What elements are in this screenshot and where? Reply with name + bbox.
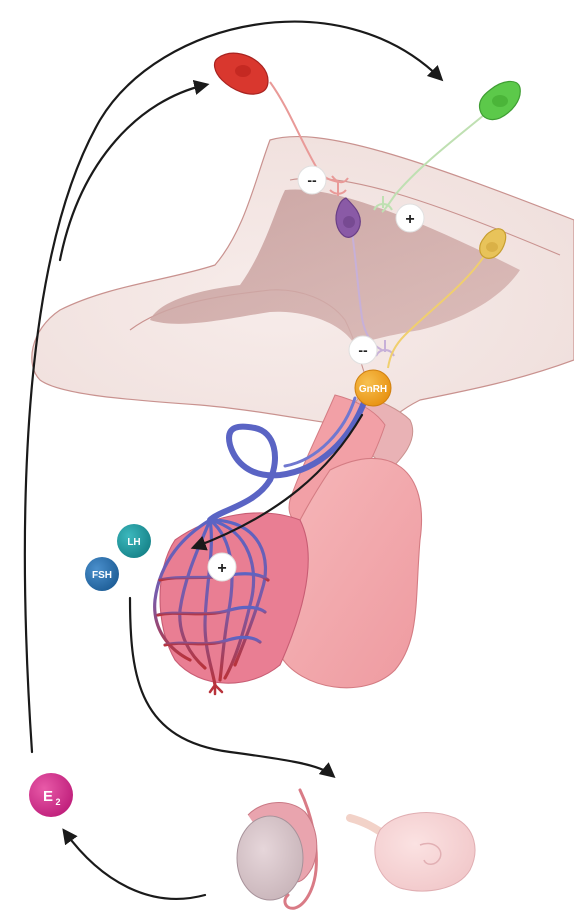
sign-badge-pituitary: + [208, 553, 236, 581]
gnrh-badge: GnRH [355, 370, 391, 406]
fsh-badge: FSH [85, 557, 119, 591]
sign-badge-green: + [396, 204, 424, 232]
sign-green-text: + [405, 211, 414, 228]
sign-badge-purple: -- [349, 336, 377, 364]
sign-red-text: -- [307, 172, 317, 188]
gnrh-label: GnRH [359, 384, 387, 395]
fsh-label: FSH [92, 570, 112, 581]
arrow-e2-to-red-neuron [60, 85, 205, 260]
lh-label: LH [127, 537, 140, 548]
testis [237, 790, 317, 908]
sign-purple-text: -- [358, 342, 368, 358]
arrow-gonads-to-estradiol [65, 832, 205, 899]
estradiol-badge: E 2 [29, 773, 73, 817]
estradiol-subscript: 2 [55, 797, 60, 807]
sign-badge-red: -- [298, 166, 326, 194]
lh-badge: LH [117, 524, 151, 558]
estradiol-label: E [43, 788, 53, 805]
sign-pituitary-text: + [217, 560, 226, 577]
ovary [350, 813, 475, 891]
